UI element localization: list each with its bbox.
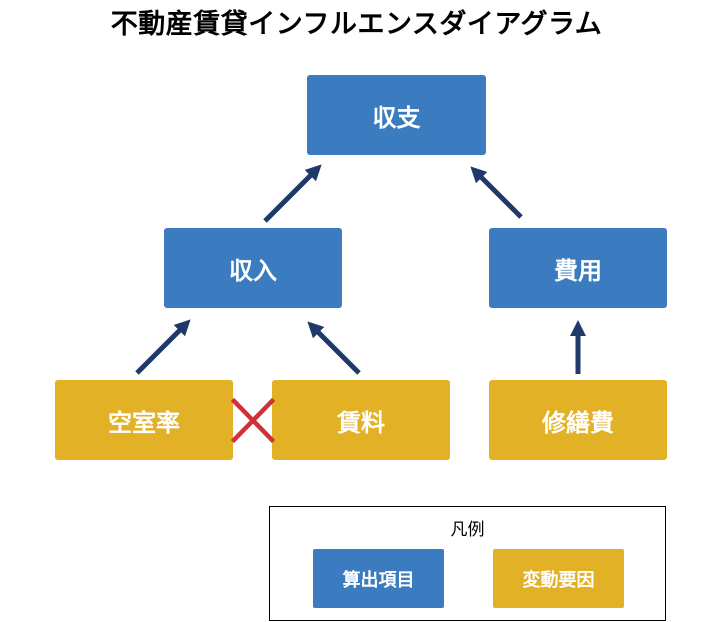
diagram-title: 不動産賃貸インフルエンスダイアグラム [110,9,603,40]
arrow-rent-to-income [307,321,361,375]
node-expense: 費用 [489,228,667,308]
trade-off-cross-icon [230,397,276,444]
node-income-label: 収入 [229,256,277,285]
legend-calc-item: 算出項目 [313,549,444,608]
legend-variable-factor-label: 変動要因 [522,569,595,591]
arrow-vacancy-to-income [135,319,191,375]
node-repair: 修繕費 [489,380,667,460]
arrow-expense-to-balance [470,166,523,219]
arrow-income-to-balance [263,164,322,223]
node-vacancy-label: 空室率 [108,408,180,437]
node-rent: 賃料 [272,380,450,460]
node-repair-label: 修繕費 [542,408,614,437]
legend: 凡例 算出項目 変動要因 [269,506,666,621]
node-balance-label: 収支 [372,103,421,132]
node-vacancy: 空室率 [55,380,233,460]
legend-calc-item-label: 算出項目 [342,569,415,591]
node-rent-label: 賃料 [337,408,385,437]
node-expense-label: 費用 [554,256,602,285]
node-balance: 収支 [307,75,486,155]
legend-title: 凡例 [450,520,485,540]
legend-variable-factor: 変動要因 [493,549,624,608]
node-income: 収入 [164,228,342,308]
